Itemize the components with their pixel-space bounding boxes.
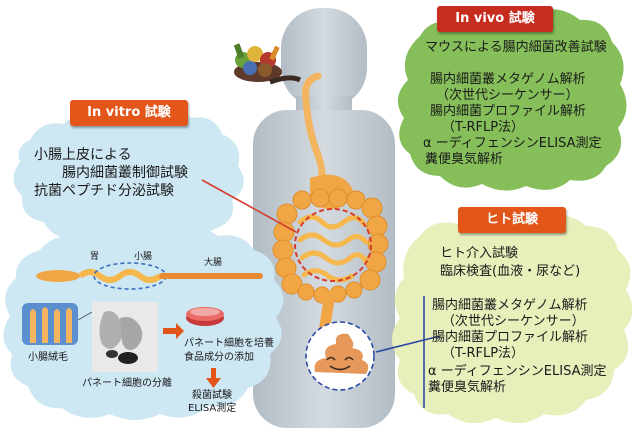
invitro-line-1: 小腸上皮による [34,146,132,164]
invivo-line-2: 腸内細菌叢メタゲノム解析 [430,72,586,88]
poop-icon [306,322,374,390]
human-line-3: 腸内細菌叢メタゲノム解析 [432,298,588,314]
assay-label-2: ELISA測定 [188,403,236,415]
human-line-7: α ーディフェンシンELISA測定 [428,364,606,380]
invitro-badge: In vitro 試験 [70,100,188,126]
human-line-5: 腸内細菌プロファイル解析 [432,330,588,346]
small-intestine-label: 小腸 [134,252,152,263]
human-line-8: 糞便臭気解析 [428,380,506,396]
paneth-cell-micrograph [92,302,158,372]
human-line-6: （T-RFLP法） [442,346,524,362]
human-line-2: 臨床検査(血液・尿など) [440,264,580,280]
culture-dish-icon [186,307,224,326]
stomach-label: 胃 [90,252,99,263]
invivo-line-7: 糞便臭気解析 [425,152,503,168]
human-line-1: ヒト介入試験 [440,246,518,262]
invivo-line-1: マウスによる腸内細菌改善試験 [425,40,607,56]
assay-label-1: 殺菌試験 [192,390,232,402]
invivo-line-4: 腸内細菌プロファイル解析 [430,104,586,120]
paneth-isolation-label: パネート細胞の分離 [82,378,172,390]
invivo-badge: In vivo 試験 [437,6,553,32]
invitro-line-3: 抗菌ペプチド分泌試験 [34,182,174,200]
villi-illustration [22,303,78,345]
invitro-line-2: 腸内細菌叢制御試験 [62,164,188,182]
human-badge: ヒト試験 [458,207,566,233]
invivo-line-3: （次世代シーケンサー） [436,88,579,104]
invivo-line-5: （T-RFLP法） [442,120,524,136]
culture-label-1: パネート細胞を培養 [184,338,274,350]
culture-label-2: 食品成分の添加 [184,352,254,364]
human-line-4: （次世代シーケンサー） [442,314,585,330]
invivo-line-6: α ーディフェンシンELISA測定 [423,136,601,152]
villi-label: 小腸絨毛 [28,352,68,364]
large-intestine-label: 大腸 [204,258,222,269]
